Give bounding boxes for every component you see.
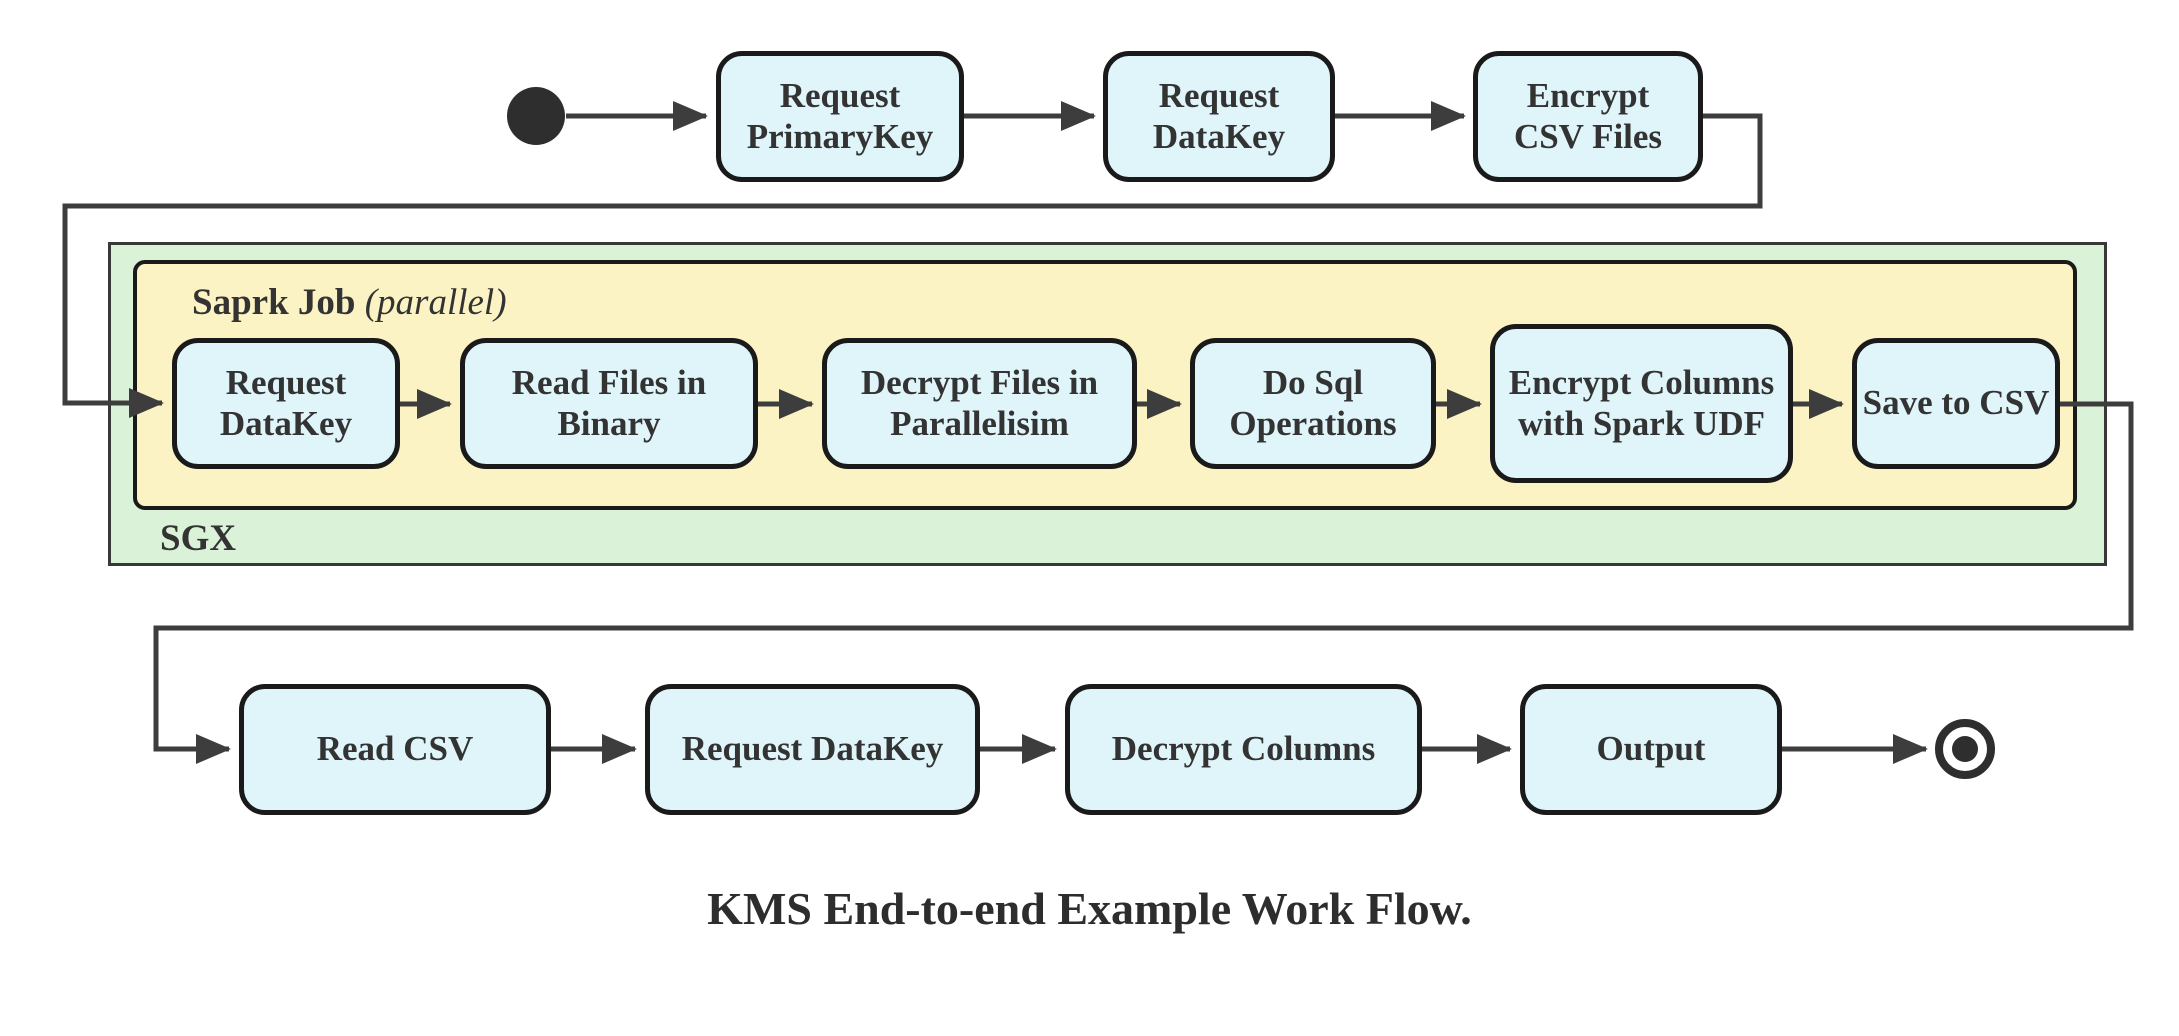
node-encrypt-columns-with-spark-udf: Encrypt Columns with Spark UDF [1490,324,1793,483]
edge-encrypt-csv-files-to-sgx-request-datakey [62,113,1763,418]
node-do-sql-operations: Do Sql Operations [1190,338,1436,469]
node-read-csv: Read CSV [239,684,551,815]
node-read-files-in-binary: Read Files in Binary [460,338,758,469]
sgx-container-label: SGX [160,518,237,559]
spark-job-container-label: Saprk Job (parallel) [192,284,507,321]
diagram-caption: KMS End-to-end Example Work Flow. [707,883,1472,934]
node-save-to-csv: Save to CSV [1852,338,2060,469]
edge-save-csv-to-read-csv [153,401,2134,764]
node-decrypt-files-in-parallelisim: Decrypt Files in Parallelisim [822,338,1137,469]
node-request-datakey-sgx: Request DataKey [172,338,400,469]
node-request-datakey-bottom: Request DataKey [645,684,980,815]
final-state-inner-dot-icon [1952,736,1978,762]
node-decrypt-columns: Decrypt Columns [1065,684,1422,815]
node-encrypt-csv-files: Encrypt CSV Files [1473,51,1703,182]
initial-state-icon [507,87,565,145]
spark-job-label-parallel: (parallel) [364,282,507,323]
node-request-datakey-top: Request DataKey [1103,51,1335,182]
node-output: Output [1520,684,1782,815]
node-request-primarykey: Request PrimaryKey [716,51,964,182]
spark-job-label-bold: Saprk Job [192,282,356,323]
